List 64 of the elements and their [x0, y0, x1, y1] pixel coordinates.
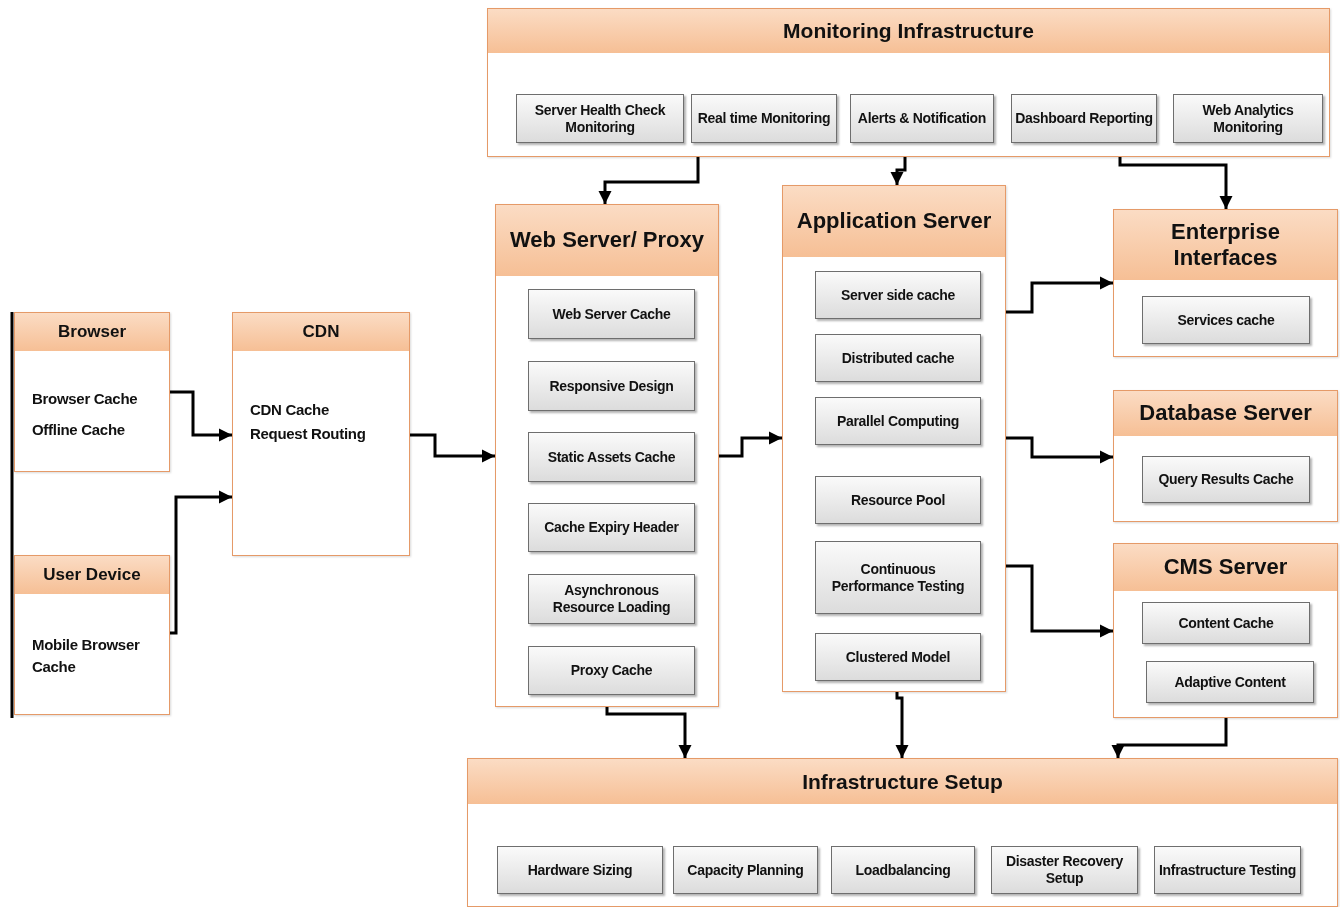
- arrow: [719, 431, 782, 458]
- group-panel: [14, 312, 170, 472]
- item-text: Mobile Browser Cache: [32, 635, 141, 677]
- group-panel: [1113, 209, 1338, 357]
- component-box: Parallel Computing: [815, 397, 981, 445]
- group-heading: CDN: [233, 313, 409, 351]
- component-box: Static Assets Cache: [528, 432, 695, 482]
- component-box: Web Server Cache: [528, 289, 695, 339]
- component-box: Loadbalancing: [831, 846, 975, 894]
- group-panel: [1113, 390, 1338, 522]
- component-box: Asynchronous Resource Loading: [528, 574, 695, 624]
- component-box: Clustered Model: [815, 633, 981, 681]
- component-box: Dashboard Reporting: [1011, 94, 1157, 143]
- component-box: Content Cache: [1142, 602, 1310, 644]
- component-box: Disaster Recovery Setup: [991, 846, 1138, 894]
- arrow: [890, 157, 907, 185]
- component-box: Distributed cache: [815, 334, 981, 382]
- group-panel: [487, 8, 1330, 157]
- group-panel: [14, 555, 170, 715]
- group-heading: Monitoring Infrastructure: [488, 9, 1329, 53]
- group-heading: Database Server: [1114, 391, 1337, 436]
- group-heading: Application Server: [783, 186, 1005, 257]
- arrow: [1118, 157, 1233, 209]
- arrow: [170, 390, 232, 442]
- component-box: Web Analytics Monitoring: [1173, 94, 1323, 143]
- component-box: Adaptive Content: [1146, 661, 1314, 703]
- arrow: [598, 157, 700, 204]
- component-box: Cache Expiry Header: [528, 503, 695, 552]
- component-box: Responsive Design: [528, 361, 695, 411]
- group-panel: [1113, 543, 1338, 718]
- component-box: Server Health Check Monitoring: [516, 94, 684, 143]
- item-text: CDN Cache: [250, 400, 330, 420]
- component-box: Server side cache: [815, 271, 981, 319]
- component-box: Real time Monitoring: [691, 94, 837, 143]
- component-box: Query Results Cache: [1142, 456, 1310, 503]
- group-panel: [782, 185, 1006, 692]
- group-heading: Infrastructure Setup: [468, 759, 1337, 804]
- component-box: Hardware Sizing: [497, 846, 663, 894]
- arrow: [605, 707, 692, 758]
- item-text: Request Routing: [250, 424, 367, 444]
- arrow: [170, 490, 232, 635]
- component-box: Capacity Planning: [673, 846, 818, 894]
- arrow: [895, 692, 909, 758]
- arrow: [410, 433, 495, 463]
- component-box: Services cache: [1142, 296, 1310, 344]
- arrow: [1006, 564, 1113, 638]
- component-box: Alerts & Notification: [850, 94, 994, 143]
- group-panel: [467, 758, 1338, 907]
- arrow: [1006, 436, 1113, 464]
- group-heading: User Device: [15, 556, 169, 594]
- component-box: Resource Pool: [815, 476, 981, 524]
- component-box: Proxy Cache: [528, 646, 695, 695]
- component-box: Infrastructure Testing: [1154, 846, 1301, 894]
- group-heading: CMS Server: [1114, 544, 1337, 591]
- group-panel: [232, 312, 410, 556]
- item-text: Offline Cache: [32, 420, 126, 440]
- item-text: Browser Cache: [32, 389, 139, 409]
- group-panel: [495, 204, 719, 707]
- group-heading: Browser: [15, 313, 169, 351]
- component-box: Continuous Performance Testing: [815, 541, 981, 614]
- arrow: [1111, 718, 1228, 758]
- arrow: [1006, 276, 1113, 314]
- group-heading: Web Server/ Proxy: [496, 205, 718, 276]
- group-heading: Enterprise Interfaces: [1114, 210, 1337, 280]
